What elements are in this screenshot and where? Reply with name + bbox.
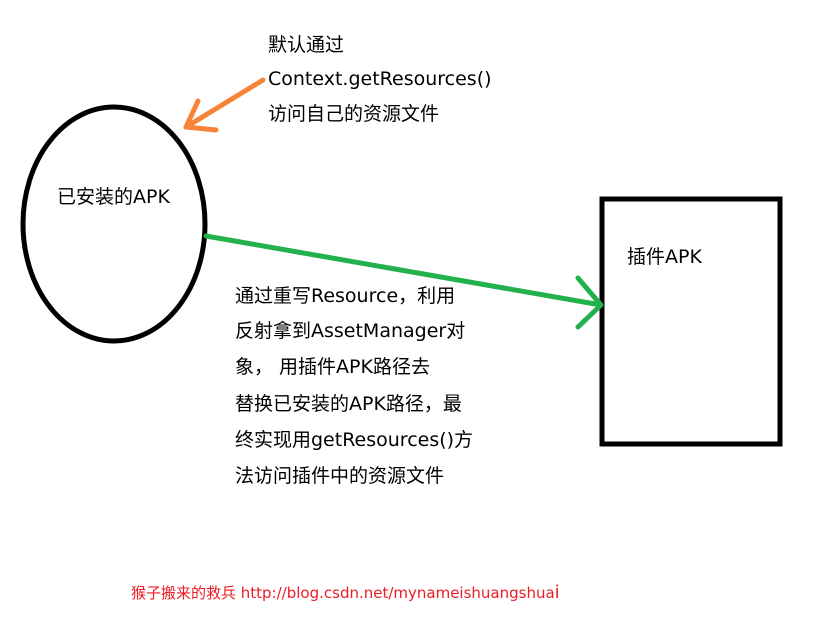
override-access-line-5: 终实现用getResources()方	[235, 429, 474, 451]
plugin-apk-node-shape	[599, 196, 783, 447]
resource-override-arrow	[203, 233, 604, 330]
override-access-line-1: 通过重写Resource，利用	[235, 285, 456, 307]
default-access-line-1: 默认通过	[268, 34, 345, 56]
default-access-line-2: Context.getResources()	[268, 68, 492, 90]
override-access-line-3: 象， 用插件APK路径去	[235, 356, 430, 378]
installed-apk-label: 已安装的APK	[57, 186, 170, 208]
override-access-line-2: 反射拿到AssetManager对	[235, 320, 466, 342]
watermark-suffix: i	[554, 582, 560, 603]
default-access-arrow-shaft	[183, 77, 266, 130]
installed-apk-node-shape	[20, 104, 208, 344]
default-access-arrow	[183, 77, 266, 133]
watermark: 猴子搬来的救兵 http://blog.csdn.net/mynameishua…	[131, 584, 560, 602]
override-access-line-4: 替换已安装的APK路径，最	[235, 393, 462, 415]
default-access-arrow-head	[183, 98, 219, 133]
override-access-line-6: 法访问插件中的资源文件	[235, 465, 445, 487]
default-access-line-3: 访问自己的资源文件	[268, 103, 440, 125]
plugin-apk-label: 插件APK	[627, 246, 702, 268]
resource-override-arrow-head	[575, 275, 604, 330]
resource-override-arrow-shaft	[203, 233, 604, 308]
watermark-text: 猴子搬来的救兵 http://blog.csdn.net/mynameishua…	[131, 584, 555, 602]
